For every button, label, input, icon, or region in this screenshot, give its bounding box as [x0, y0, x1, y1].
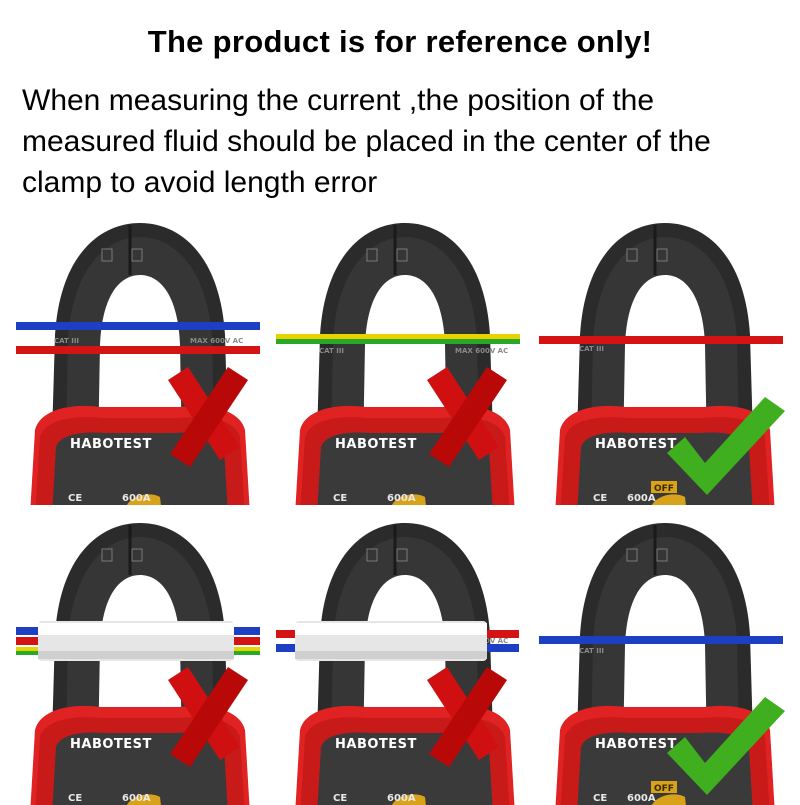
brand-label: HABOTEST — [335, 737, 417, 752]
off-badge — [651, 781, 677, 793]
example-panel-3: CAT III MAX 600V AC HABOTEST CE 600A OFF — [535, 215, 795, 505]
jaw-category-label: CAT III — [579, 345, 604, 353]
cross-icon — [427, 367, 507, 467]
cross-icon — [427, 667, 507, 767]
jaw-category-label: CAT III — [54, 337, 79, 345]
yellow-green-wire — [276, 334, 520, 339]
check-icon — [667, 697, 785, 795]
off-label: OFF — [654, 784, 674, 794]
off-badge — [651, 481, 677, 493]
example-panel-4: MAX 600V AC HABOTEST CE 600A — [10, 515, 270, 805]
range-label: 600A — [627, 493, 656, 504]
range-label: 600A — [387, 493, 416, 504]
brand-label: HABOTEST — [595, 737, 677, 752]
clamp-meter-illustration: CAT III HABOTEST CE 600A OFF — [539, 521, 785, 805]
jaw-category-label: CAT III — [579, 647, 604, 655]
check-icon — [667, 397, 785, 495]
cross-icon — [168, 367, 248, 467]
range-label: 600A — [387, 793, 416, 804]
example-panel-6: CAT III HABOTEST CE 600A OFF — [535, 515, 795, 805]
blue-wire — [539, 636, 783, 644]
instruction-text: When measuring the current ,the position… — [22, 84, 711, 199]
ce-mark: CE — [593, 493, 607, 504]
brand-label: HABOTEST — [595, 437, 677, 452]
blue-wire — [16, 322, 260, 330]
example-panel-1: CAT III MAX 600V AC HABOTEST CE 600A — [10, 215, 270, 505]
clamp-meter-illustration: CAT III MAX 600V AC HABOTEST CE 600A — [16, 221, 260, 505]
jaw-rating-label: MAX 600V AC — [455, 347, 508, 355]
clamp-meter-illustration: MAX 600V AC HABOTEST CE 600A — [16, 521, 260, 805]
ce-mark: CE — [68, 793, 82, 804]
brand-label: HABOTEST — [70, 737, 152, 752]
headline: The product is for reference only! — [147, 24, 653, 59]
example-panel-5: MAX 600V AC HABOTEST CE 600A — [275, 515, 535, 805]
red-wire — [539, 336, 783, 344]
ce-mark: CE — [68, 493, 82, 504]
yellow-green-wire-stripe — [276, 339, 520, 344]
off-label: OFF — [654, 484, 674, 494]
jaw-rating-label: MAX 600V AC — [190, 337, 243, 345]
range-label: 600A — [627, 793, 656, 804]
multi-core-cable — [16, 621, 260, 661]
ce-mark: CE — [333, 493, 347, 504]
ce-mark: CE — [593, 793, 607, 804]
red-wire — [16, 346, 260, 354]
clamp-meter-illustration: CAT III MAX 600V AC HABOTEST CE 600A OFF — [539, 221, 785, 505]
example-panel-2: CAT III MAX 600V AC HABOTEST CE 600A — [275, 215, 535, 505]
two-core-cable — [276, 621, 519, 661]
clamp-meter-illustration: CAT III MAX 600V AC HABOTEST CE 600A — [276, 221, 520, 505]
jaw-category-label: CAT III — [319, 347, 344, 355]
brand-label: HABOTEST — [70, 437, 152, 452]
range-label: 600A — [122, 493, 151, 504]
range-label: 600A — [122, 793, 151, 804]
ce-mark: CE — [333, 793, 347, 804]
cross-icon — [168, 667, 248, 767]
clamp-meter-illustration: MAX 600V AC HABOTEST CE 600A — [276, 521, 519, 805]
brand-label: HABOTEST — [335, 437, 417, 452]
